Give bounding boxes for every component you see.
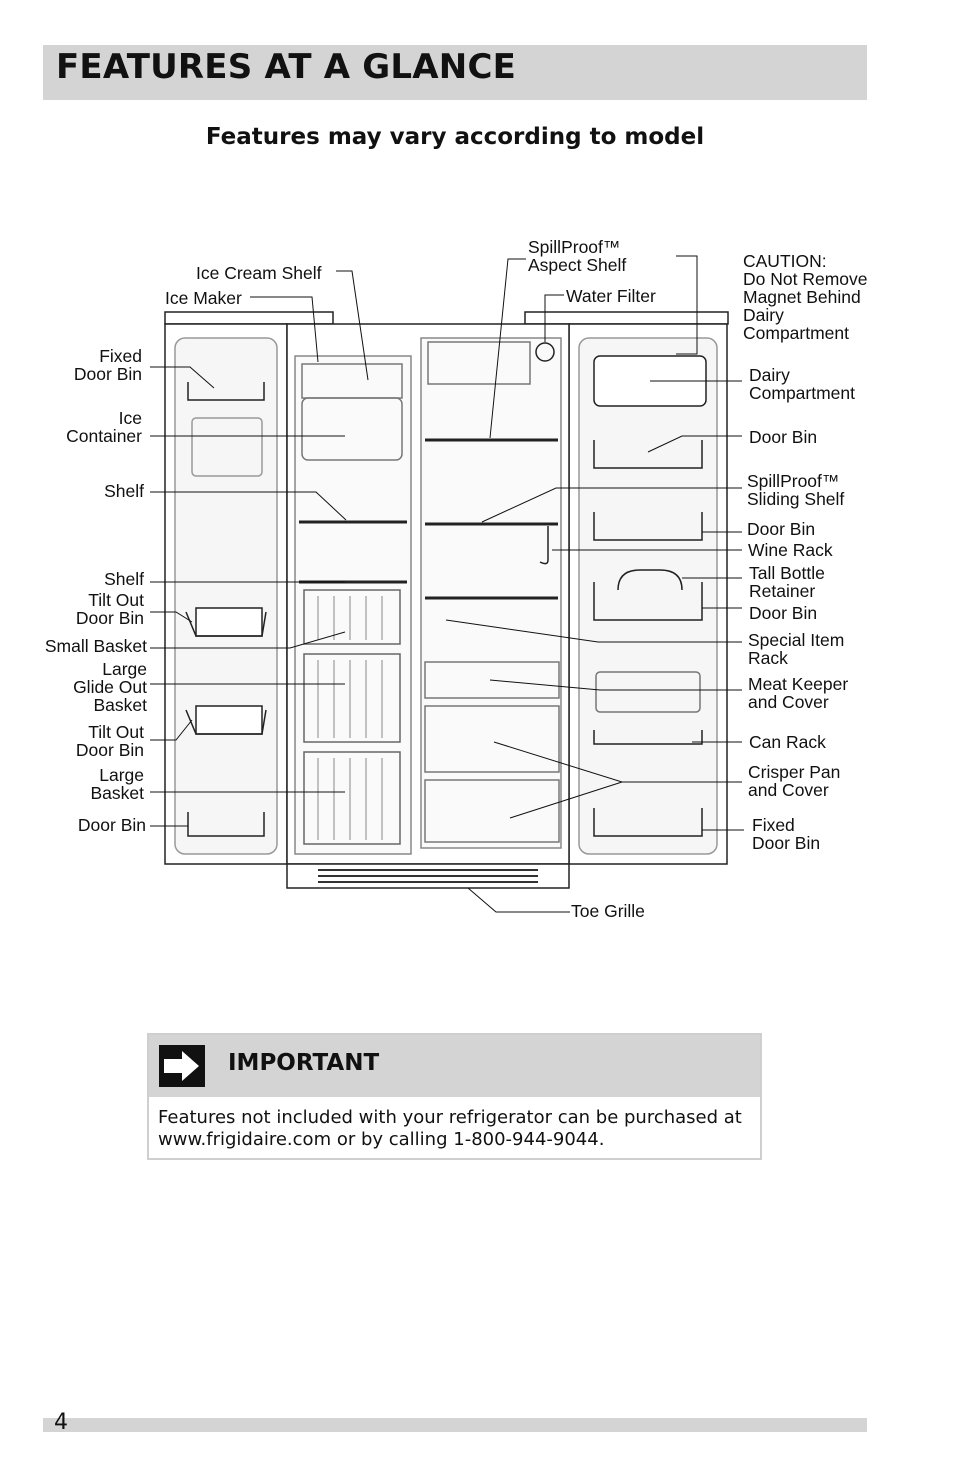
freezer-compartment <box>294 355 412 855</box>
subtitle: Features may vary according to model <box>205 124 705 150</box>
label-fixed-door-bin-left: Fixed Door Bin <box>73 346 142 384</box>
label-dairy-compartment: Dairy Compartment <box>749 365 856 403</box>
label-caution: CAUTION: Do Not Remove Magnet Behind Dai… <box>743 251 868 343</box>
label-water-filter: Water Filter <box>566 286 656 306</box>
leader-tilt-out-door-bin-2 <box>150 719 193 741</box>
important-title: IMPORTANT <box>228 1050 380 1076</box>
label-shelf-1: Shelf <box>104 481 144 501</box>
leader-spillproof-aspect-shelf <box>489 258 526 439</box>
leader-meat-keeper <box>489 679 742 691</box>
label-ice-cream-shelf: Ice Cream Shelf <box>196 263 322 283</box>
important-text: Features not included with your refriger… <box>158 1107 742 1150</box>
label-shelf-2: Shelf <box>104 569 144 589</box>
leader-water-filter <box>544 294 564 342</box>
important-notice: IMPORTANT Features not included with you… <box>147 1033 762 1160</box>
label-door-bin-1: Door Bin <box>749 427 818 447</box>
leader-door-bin-1 <box>647 435 742 453</box>
leader-shelf-1 <box>150 491 347 521</box>
fresh-food-compartment <box>420 337 562 849</box>
left-top-hinge <box>164 311 334 325</box>
label-spillproof-aspect-shelf: SpillProof™ Aspect Shelf <box>528 237 627 275</box>
label-meat-keeper: Meat Keeper and Cover <box>748 674 849 712</box>
leader-small-basket <box>150 631 346 649</box>
page-number: 4 <box>54 1410 68 1435</box>
leader-caution <box>676 255 698 355</box>
label-special-item-rack: Special Item Rack <box>748 630 845 668</box>
page-title: FEATURES AT A GLANCE <box>56 47 517 87</box>
label-tall-bottle-retainer: Tall Bottle Retainer <box>749 563 825 601</box>
label-large-glide-out-basket: Large Glide Out Basket <box>73 659 147 715</box>
label-tilt-out-door-bin-1: Tilt Out Door Bin <box>75 590 144 628</box>
label-ice-container: Ice Container <box>66 408 142 446</box>
leader-toe-grille <box>467 887 570 913</box>
leader-tilt-out-door-bin-1 <box>150 611 193 623</box>
leader-crisper-pan-pan <box>509 781 623 819</box>
label-door-bin-3: Door Bin <box>749 603 818 623</box>
header-bar: FEATURES AT A GLANCE <box>43 45 867 100</box>
leader-fixed-door-bin-left <box>150 366 215 389</box>
leader-spillproof-sliding-shelf <box>481 487 742 523</box>
label-door-bin-left: Door Bin <box>77 815 146 835</box>
label-door-bin-2: Door Bin <box>747 519 816 539</box>
label-small-basket: Small Basket <box>44 636 147 656</box>
arrow-right-icon <box>159 1045 205 1087</box>
label-crisper-pan: Crisper Pan and Cover <box>748 762 841 800</box>
right-top-hinge <box>524 311 729 325</box>
leader-ice-maker <box>250 296 319 363</box>
label-spillproof-sliding-shelf: SpillProof™ Sliding Shelf <box>747 471 845 509</box>
label-fixed-door-bin-right: Fixed Door Bin <box>752 815 821 853</box>
label-tilt-out-door-bin-2: Tilt Out Door Bin <box>75 722 144 760</box>
label-ice-maker: Ice Maker <box>165 288 242 308</box>
leader-ice-cream-shelf <box>336 270 369 381</box>
important-header: IMPORTANT <box>149 1035 760 1097</box>
leader-special-item-rack <box>445 619 742 643</box>
label-wine-rack: Wine Rack <box>748 540 833 560</box>
label-can-rack: Can Rack <box>749 732 826 752</box>
label-toe-grille: Toe Grille <box>571 901 645 921</box>
label-large-basket: Large Basket <box>90 765 145 803</box>
footer-bar <box>43 1418 867 1432</box>
